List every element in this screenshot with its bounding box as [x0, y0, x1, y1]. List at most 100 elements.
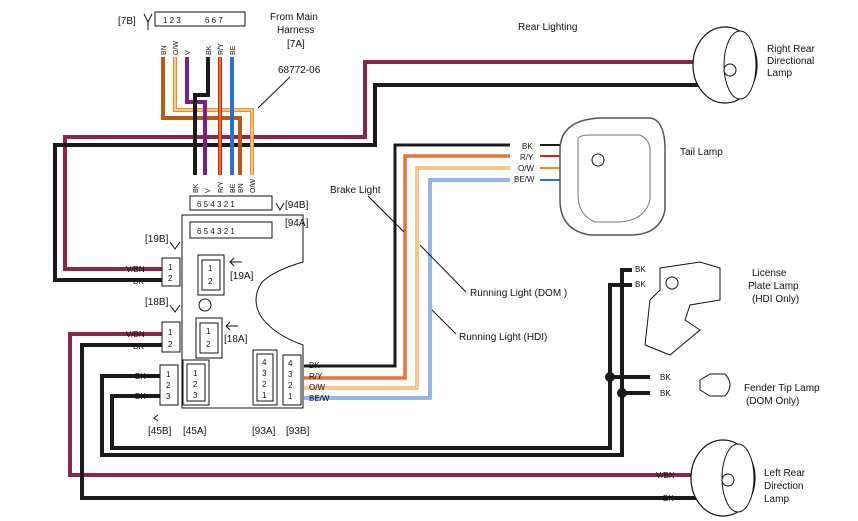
connector-19a-ref: [19A]	[230, 271, 254, 282]
connector-19b-ref: [19B]	[145, 234, 169, 245]
left-rear-label-2: Direction	[764, 481, 803, 492]
running-hdi-leader	[431, 309, 457, 335]
connector-93b-body	[282, 354, 302, 406]
wire-tail-orange-white	[304, 166, 510, 390]
connector-19a-pin-2: 2	[208, 277, 213, 286]
connector-45a-pin-1: 1	[193, 369, 198, 378]
harness-bottom-label-6: O/W	[250, 179, 257, 193]
brake-light-label: Brake Light	[330, 185, 381, 196]
license-label-2: Plate Lamp	[748, 281, 799, 292]
connector-18b-wire-2: BK	[133, 342, 144, 351]
tail-wire-3: O/W	[518, 164, 534, 173]
connector-93a-pin-3: 3	[262, 369, 267, 378]
connector-18b-body	[161, 321, 181, 353]
harness-top-labels: BN O/W V BK R/Y BE	[161, 41, 237, 55]
left-rear-wire-1: V/BN	[656, 471, 675, 480]
callouts: Brake Light Running Light (DOM ) Running…	[330, 185, 567, 343]
harness-label-2: O/W	[173, 41, 180, 55]
connector-94a	[189, 221, 273, 239]
left-rear-bulb-icon	[721, 473, 735, 487]
tail-wire-2: R/Y	[520, 153, 534, 162]
connector-18a-pin-1: 1	[206, 327, 211, 336]
harness-label-1: BN	[161, 45, 168, 55]
left-rear-lamp: Left Rear Direction Lamp V/BN BK	[656, 439, 806, 517]
connector-45a-ref: [45A]	[183, 426, 207, 437]
connector-93a-pin-1: 1	[262, 391, 267, 400]
harness-label-4: BK	[206, 45, 213, 55]
connector-45b-pin-3: 3	[166, 392, 171, 401]
fender-tip-lamp: Fender Tip Lamp (DOM Only) BK BK	[660, 373, 820, 407]
license-bulb-icon	[665, 276, 679, 290]
harness-label-6: BE	[230, 45, 237, 55]
harness-bottom-label-3: R/Y	[218, 181, 225, 193]
connector-45b-wire-1: BK	[135, 372, 146, 381]
license-label-1: License	[752, 268, 787, 279]
wire-left-violet-brown	[68, 332, 705, 477]
left-rear-label-1: Left Rear	[764, 468, 806, 479]
connector-94b-symbol	[275, 202, 285, 212]
connector-18b-wire-1: V/BN	[126, 330, 145, 339]
license-plate-lamp: License Plate Lamp (HDI Only) BK BK	[635, 261, 799, 356]
connector-93b-wire-2: R/Y	[309, 372, 323, 381]
connector-94b-pins: 6 5 4 3 2 1	[197, 200, 235, 209]
harness-ref: [7A]	[287, 39, 305, 50]
connector-7b-pins-left: 1 2 3	[163, 16, 181, 25]
fender-wire-2: BK	[660, 389, 671, 398]
wire-right-black	[53, 83, 725, 282]
connector-93b-pin-4: 4	[288, 359, 293, 368]
connector-7b: [7B] 1 2 3 6 6 7	[118, 11, 246, 30]
tail-lamp-housing	[559, 117, 666, 236]
connector-18a-ref: [18A]	[224, 334, 248, 345]
harness-label-5: R/Y	[218, 43, 225, 55]
brake-light-leader	[367, 195, 405, 233]
tail-lamp: Tail Lamp BK R/Y O/W BE/W	[514, 117, 723, 236]
harness-bottom-label-4: BE	[230, 183, 237, 193]
connector-45b-ref: [45B]	[148, 426, 172, 437]
connector-7b-pins-right: 6 6 7	[205, 16, 223, 25]
connector-19b: [19B] 1 2 V/BN BK	[126, 234, 181, 287]
connector-18b: [18B] 1 2 V/BN BK	[126, 297, 181, 353]
connector-93a-pin-2: 2	[262, 380, 267, 389]
right-rear-lamp: Right Rear Directional Lamp	[692, 26, 815, 104]
connector-94b-ref: [94B]	[285, 200, 309, 211]
connector-18a-arrow	[225, 321, 238, 331]
connector-45b: 1 2 3 BK BK [45B] [45A]	[135, 364, 207, 437]
tail-wire-1: BK	[522, 142, 533, 151]
connector-93a-ref: [93A]	[252, 426, 276, 437]
wire-45-black-1	[100, 268, 632, 457]
connector-18b-pin-1: 1	[168, 328, 173, 337]
connector-45b-pin-1: 1	[166, 370, 171, 379]
fender-bulb-icon	[699, 373, 731, 397]
connector-19b-wire-1: V/BN	[126, 265, 145, 274]
connector-19b-wire-2: BK	[133, 277, 144, 286]
connector-93b-pin-2: 2	[288, 381, 293, 390]
connector-18b-ref: [18B]	[145, 297, 169, 308]
left-rear-wire-2: BK	[663, 494, 674, 503]
connector-93b-wire-4: BE/W	[309, 394, 330, 403]
connector-7b-symbol	[143, 13, 153, 30]
fender-wire-1: BK	[660, 373, 671, 382]
connector-18a-pin-2: 2	[206, 340, 211, 349]
tail-wire-4: BE/W	[514, 175, 535, 184]
harness-brown	[161, 57, 242, 175]
tail-bulb-icon	[591, 153, 605, 167]
connector-19a-arrow	[229, 257, 242, 267]
harness-label-3: V	[185, 50, 192, 55]
harness-word: Harness	[277, 25, 314, 36]
connector-45a-pin-2: 2	[193, 380, 198, 389]
connector-45b-body	[159, 364, 179, 406]
connector-45b-wire-2: BK	[135, 392, 146, 401]
running-light-dom-label: Running Light (DOM )	[470, 288, 567, 299]
connector-93b-wire-3: O/W	[309, 383, 325, 392]
connector-93b-ref: [93B]	[286, 426, 310, 437]
wire-tail-black	[304, 143, 510, 368]
harness-from-main: From Main	[270, 12, 318, 23]
fender-label-2: (DOM Only)	[746, 396, 799, 407]
running-dom-leader	[419, 244, 467, 293]
connector-93a-pin-4: 4	[262, 358, 267, 367]
connector-93b: 4 3 2 1 BK R/Y O/W BE/W [93A] [93B]	[252, 354, 330, 437]
splice-2	[617, 388, 627, 398]
license-label-3: (HDI Only)	[752, 294, 799, 305]
fender-label-1: Fender Tip Lamp	[744, 383, 820, 394]
